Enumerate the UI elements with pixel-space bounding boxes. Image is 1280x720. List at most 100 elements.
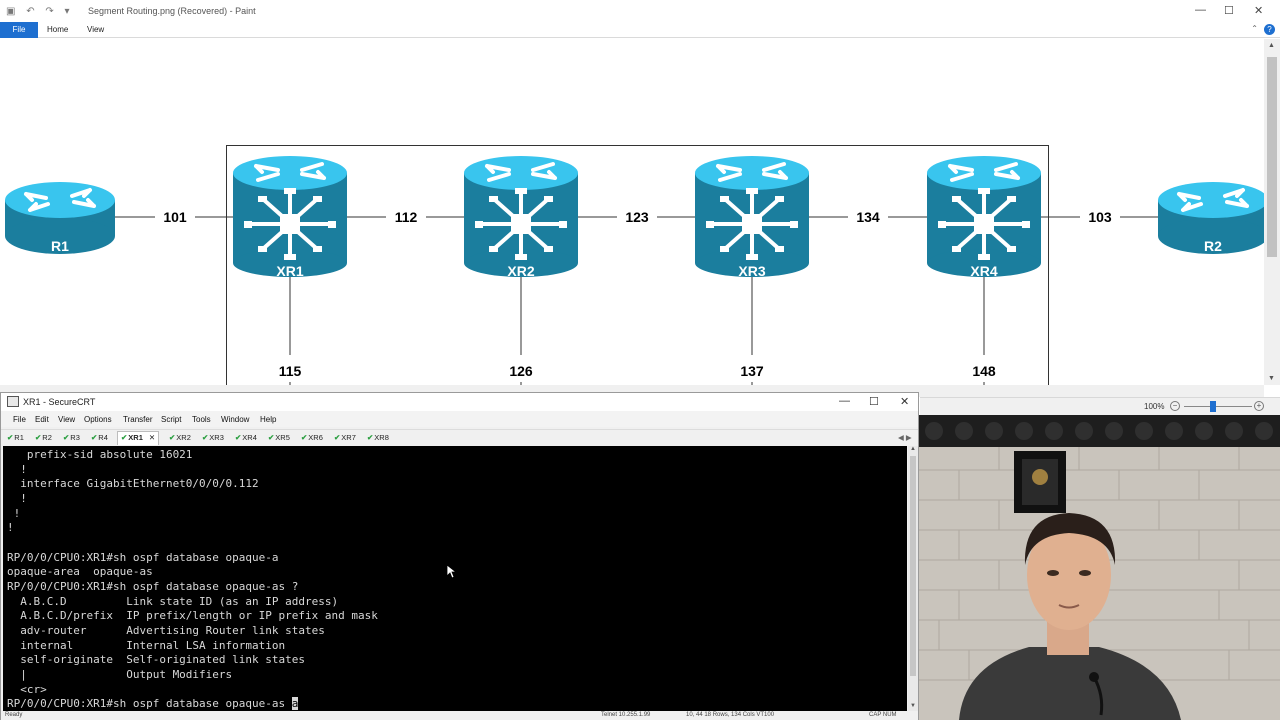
- tab-label: XR2: [176, 433, 191, 442]
- tab-session-xr4[interactable]: ✔XR4: [235, 433, 257, 445]
- scroll-down-icon[interactable]: ▼: [1268, 375, 1275, 382]
- mouse-pointer-icon: [447, 565, 457, 579]
- link-label-112: 112: [395, 209, 418, 225]
- router-xr1: XR1: [231, 154, 349, 279]
- scroll-up-icon[interactable]: ▲: [1268, 42, 1275, 49]
- tab-session-xr6[interactable]: ✔XR6: [301, 433, 323, 445]
- tab-file[interactable]: File: [0, 22, 38, 38]
- terminal-scrollbar[interactable]: ▲ ▼: [908, 446, 918, 711]
- maximize-button[interactable]: ☐: [1224, 5, 1234, 17]
- router-xr1-label: XR1: [276, 263, 303, 279]
- tab-view[interactable]: View: [87, 25, 105, 34]
- tab-session-xr2[interactable]: ✔XR2: [169, 433, 191, 445]
- terminal-scroll-thumb[interactable]: [910, 456, 916, 676]
- zoom-slider-handle[interactable]: [1210, 401, 1216, 412]
- help-icon[interactable]: ?: [1264, 24, 1275, 35]
- tab-label: R3: [70, 433, 80, 442]
- tab-label: XR5: [275, 433, 290, 442]
- scroll-up-icon[interactable]: ▲: [910, 446, 916, 452]
- scroll-thumb[interactable]: [1267, 57, 1277, 257]
- minimize-button[interactable]: —: [1195, 4, 1206, 16]
- tab-label: XR1: [128, 433, 143, 442]
- menu-transfer[interactable]: Transfer: [123, 415, 153, 424]
- link-label-123: 123: [625, 209, 649, 225]
- paint-status-bar: 100% − +: [920, 397, 1280, 415]
- topology-diagram: R1 R2 XR1 XR2 XR3 XR4: [3, 145, 1264, 385]
- lapel-microphone: [1089, 672, 1099, 682]
- webcam-overlay: [919, 415, 1280, 720]
- status-ready: Ready: [5, 712, 23, 718]
- menu-tools[interactable]: Tools: [192, 415, 211, 424]
- link-label-101: 101: [163, 209, 187, 225]
- menu-file[interactable]: File: [13, 415, 26, 424]
- tab-label: XR8: [374, 433, 389, 442]
- tab-label: XR3: [209, 433, 224, 442]
- tab-session-r3[interactable]: ✔R3: [63, 433, 80, 445]
- connected-check-icon: ✔: [121, 433, 128, 442]
- scroll-down-icon[interactable]: ▼: [910, 703, 916, 709]
- connected-check-icon: ✔: [169, 433, 176, 442]
- router-xr4: XR4: [925, 154, 1043, 279]
- label-bg: [155, 207, 195, 227]
- menu-script[interactable]: Script: [161, 415, 182, 424]
- close-button[interactable]: ✕: [1254, 5, 1264, 17]
- router-xr2: XR2: [462, 154, 580, 279]
- router-r1-label: R1: [51, 238, 69, 254]
- router-r1: R1: [3, 180, 117, 256]
- connected-check-icon: ✔: [235, 433, 242, 442]
- status-keys: CAP NUM: [869, 712, 897, 718]
- webcam-image: [919, 415, 1280, 720]
- menu-edit[interactable]: Edit: [35, 415, 49, 424]
- menu-help[interactable]: Help: [260, 415, 277, 424]
- paint-title-bar: ▣ ↶ ↷ ▾ Segment Routing.png (Recovered) …: [0, 0, 1280, 22]
- person-shirt: [959, 647, 1181, 720]
- terminal-cursor: a: [291, 697, 299, 711]
- tab-session-xr7[interactable]: ✔XR7: [334, 433, 356, 445]
- crt-close-button[interactable]: ✕: [900, 396, 910, 408]
- tab-session-r1[interactable]: ✔R1: [7, 433, 24, 445]
- tab-session-xr1[interactable]: ✔XR1 ✕: [117, 431, 160, 445]
- label-bg: [386, 207, 426, 227]
- menu-view[interactable]: View: [58, 415, 76, 424]
- tab-session-r2[interactable]: ✔R2: [35, 433, 52, 445]
- securecrt-window: XR1 - SecureCRT — ☐ ✕ File Edit View Opt…: [0, 392, 919, 720]
- tab-label: R2: [42, 433, 52, 442]
- connected-check-icon: ✔: [7, 433, 14, 442]
- link-label-115: 115: [279, 363, 302, 379]
- connected-check-icon: ✔: [202, 433, 209, 442]
- tab-home[interactable]: Home: [47, 25, 69, 34]
- tab-session-xr8[interactable]: ✔XR8: [367, 433, 389, 445]
- label-bg: [848, 207, 888, 227]
- link-label-134: 134: [856, 209, 880, 225]
- link-label-148: 148: [972, 363, 996, 379]
- securecrt-title-bar: XR1 - SecureCRT — ☐ ✕: [1, 393, 918, 411]
- router-xr3: XR3: [693, 154, 811, 279]
- terminal-output: prefix-sid absolute 16021 ! interface Gi…: [7, 448, 378, 711]
- person-face: [1027, 520, 1111, 630]
- zoom-slider[interactable]: [1184, 406, 1252, 407]
- quick-access-toolbar[interactable]: ▣ ↶ ↷ ▾: [6, 6, 74, 17]
- collapse-ribbon-icon[interactable]: ⌃: [1251, 24, 1258, 33]
- paint-vertical-scrollbar[interactable]: ▲ ▼: [1264, 39, 1280, 385]
- link-label-137: 137: [740, 363, 764, 379]
- router-xr4-label: XR4: [970, 263, 997, 279]
- connected-check-icon: ✔: [35, 433, 42, 442]
- menu-window[interactable]: Window: [221, 415, 250, 424]
- crt-minimize-button[interactable]: —: [839, 395, 850, 407]
- tab-session-xr3[interactable]: ✔XR3: [202, 433, 224, 445]
- terminal-prompt-line: RP/0/0/CPU0:XR1#sh ospf database opaque-…: [7, 697, 292, 711]
- link-label-103: 103: [1088, 209, 1112, 225]
- tab-session-xr5[interactable]: ✔XR5: [268, 433, 290, 445]
- securecrt-window-title: XR1 - SecureCRT: [23, 397, 96, 407]
- zoom-in-button[interactable]: +: [1254, 401, 1264, 411]
- close-tab-icon[interactable]: ✕: [148, 433, 156, 442]
- crt-maximize-button[interactable]: ☐: [869, 396, 879, 408]
- paint-window-title: Segment Routing.png (Recovered) - Paint: [88, 6, 256, 16]
- terminal-screen[interactable]: prefix-sid absolute 16021 ! interface Gi…: [3, 446, 907, 711]
- zoom-out-button[interactable]: −: [1170, 401, 1180, 411]
- tab-session-r4[interactable]: ✔R4: [91, 433, 108, 445]
- connected-check-icon: ✔: [301, 433, 308, 442]
- tab-scroll-arrows-icon[interactable]: ◀ ▶: [898, 433, 912, 442]
- paint-canvas[interactable]: R1 R2 XR1 XR2 XR3 XR4: [0, 39, 1264, 385]
- menu-options[interactable]: Options: [84, 415, 112, 424]
